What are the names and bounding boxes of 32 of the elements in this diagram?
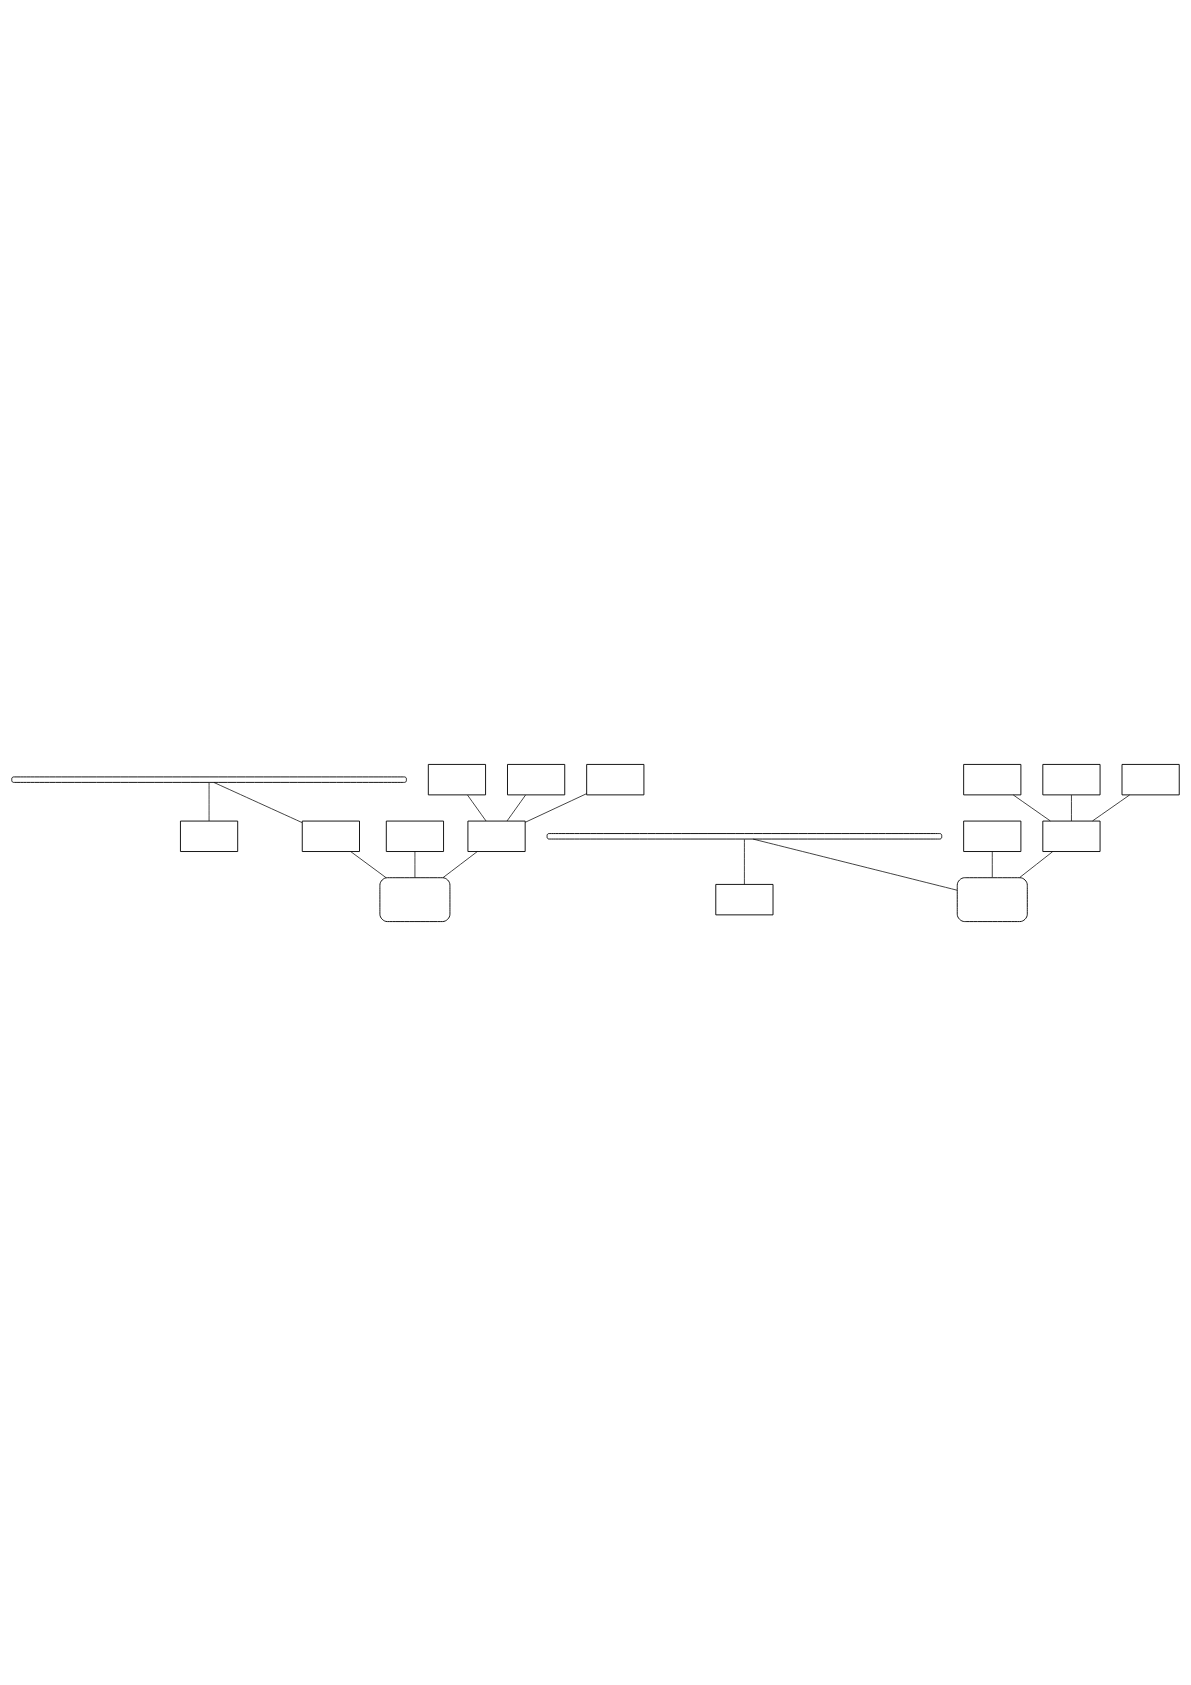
node-box xyxy=(963,820,1022,852)
connector xyxy=(208,781,210,821)
node-box xyxy=(180,820,239,852)
connector xyxy=(1012,794,1051,821)
node-box xyxy=(507,763,566,795)
connector xyxy=(467,794,487,821)
connector xyxy=(752,838,958,891)
connector xyxy=(1019,850,1054,878)
connector xyxy=(350,850,387,878)
node-box xyxy=(379,876,451,922)
node-box xyxy=(586,763,645,795)
node-box xyxy=(1042,820,1101,852)
node-box xyxy=(956,876,1028,922)
node-box xyxy=(467,820,526,852)
node-box xyxy=(385,820,444,852)
connector xyxy=(1092,794,1130,821)
connector xyxy=(442,850,478,878)
connector xyxy=(524,792,587,823)
node-bar xyxy=(546,832,943,839)
node-box xyxy=(1121,763,1180,795)
connector xyxy=(1071,794,1072,821)
node-box xyxy=(963,763,1022,795)
node-box xyxy=(715,883,774,915)
node-box xyxy=(1042,763,1101,795)
connector xyxy=(506,794,526,821)
connector xyxy=(744,838,745,885)
node-bar xyxy=(11,775,407,783)
node-box xyxy=(301,820,360,852)
connector xyxy=(414,850,416,878)
connector xyxy=(991,850,993,878)
node-box xyxy=(427,763,487,795)
connector xyxy=(213,781,303,823)
